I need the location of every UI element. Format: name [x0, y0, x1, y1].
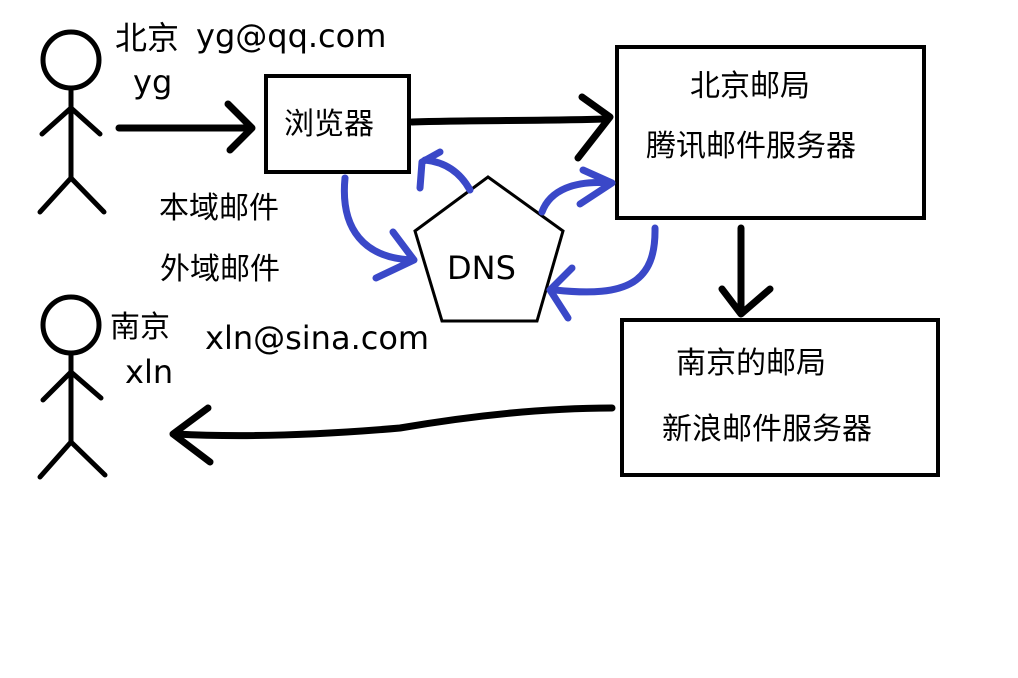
beijing-server-subtitle: 腾讯邮件服务器 — [646, 129, 856, 164]
dns-arrow-dns-to-beijing — [538, 178, 614, 216]
dns-lookup-arrows — [340, 148, 659, 322]
receiver-figure — [37, 294, 108, 480]
nanjing-server-title: 南京的邮局 — [676, 346, 826, 381]
sender-name: yg — [133, 63, 173, 101]
dns-arrow-browser-to-dns-head — [372, 228, 418, 282]
sender-figure — [37, 29, 107, 215]
arrow-nanjing-to-receiver — [169, 404, 616, 466]
browser-box — [264, 74, 411, 174]
arrow-beijing-to-nanjing — [718, 224, 774, 318]
mail-type-local: 本域邮件 — [159, 191, 279, 226]
nanjing-server-box — [620, 318, 940, 477]
sender-email: yg@qq.com — [196, 17, 387, 55]
dns-arrow-beijing-to-dns-head — [546, 264, 576, 322]
beijing-server-title: 北京邮局 — [690, 69, 810, 104]
arrow-browser-to-beijing — [408, 93, 614, 162]
dns-arrow-dns-to-browser-head — [416, 148, 444, 192]
receiver-name: xln — [125, 353, 174, 391]
dns-arrow-dns-to-browser — [421, 156, 474, 194]
receiver-email: xln@sina.com — [205, 319, 430, 357]
beijing-server-box — [615, 45, 926, 220]
mail-type-remote: 外域邮件 — [160, 252, 280, 287]
dns-label: DNS — [447, 249, 516, 287]
sender-city: 北京 — [115, 19, 180, 57]
arrow-sender-to-browser — [115, 100, 256, 154]
dns-arrow-browser-to-dns — [340, 174, 416, 264]
dns-pentagon — [413, 175, 565, 323]
nanjing-server-subtitle: 新浪邮件服务器 — [662, 412, 872, 447]
browser-label: 浏览器 — [284, 107, 374, 142]
dns-arrow-dns-to-beijing-head — [576, 166, 616, 208]
dns-arrow-beijing-to-dns — [551, 224, 659, 296]
receiver-city: 南京 — [110, 310, 170, 345]
